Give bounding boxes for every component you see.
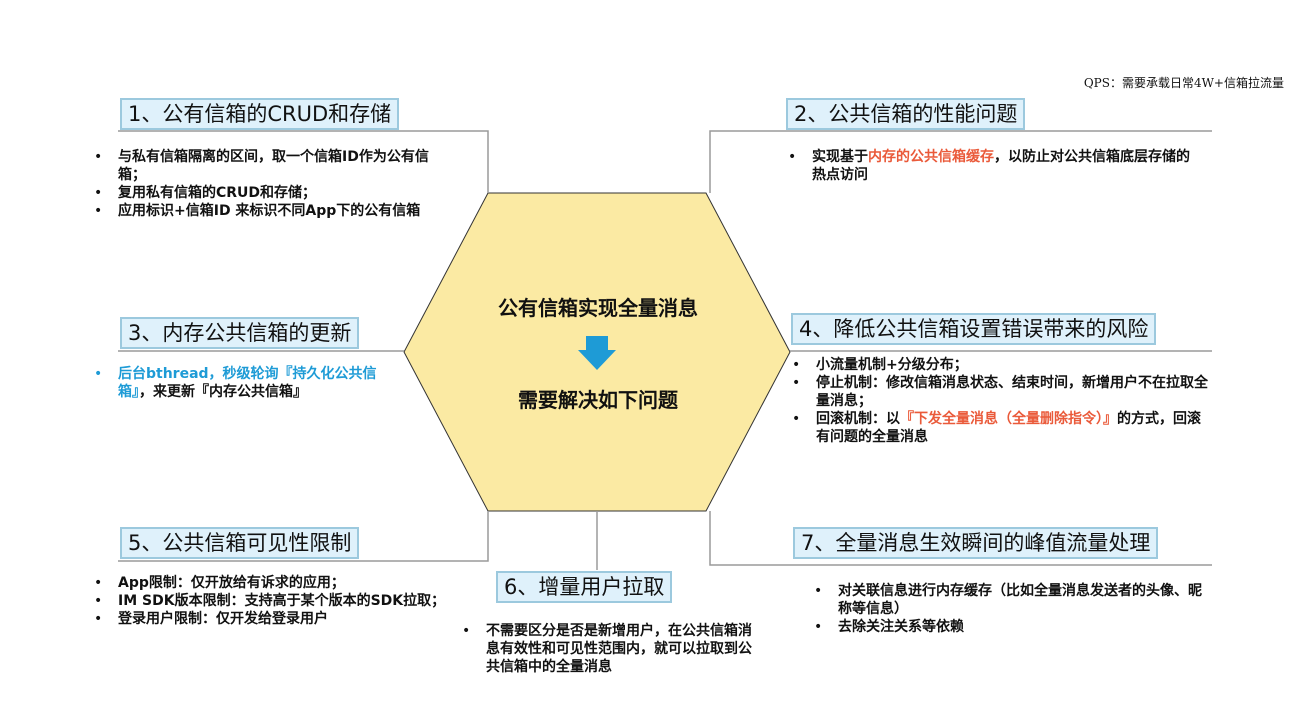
section-5-title: 5、公共信箱可见性限制 (120, 527, 360, 559)
connector-lines (118, 130, 1212, 570)
section-4-list: 小流量机制+分级分布； 停止机制：修改信箱消息状态、结束时间，新增用户不在拉取全… (790, 356, 1210, 446)
center-subtitle: 需要解决如下问题 (518, 388, 678, 412)
list-item: 复用私有信箱的CRUD和存储； (92, 184, 432, 202)
section-3-title: 3、内存公共信箱的更新 (120, 317, 360, 349)
list-item: 小流量机制+分级分布； (790, 356, 1210, 374)
list-item: 不需要区分是否是新增用户，在公共信箱消息有效性和可见性范围内，就可以拉取到公共信… (460, 622, 760, 676)
text-span: 的方式，回滚有问题的全量消息 (816, 411, 1201, 445)
text-span: 实现基于 (812, 149, 868, 165)
highlight-text: 内存的公共信箱缓存 (868, 149, 994, 165)
section-1-list: 与私有信箱隔离的区间，取一个信箱ID作为公有信箱； 复用私有信箱的CRUD和存储… (92, 148, 432, 220)
highlight-text: 后台bthread，秒级轮询『持久化公共信箱』 (118, 366, 377, 400)
text-span: ，来更新『内存公共信箱』 (139, 384, 307, 400)
section-1-title: 1、公有信箱的CRUD和存储 (120, 98, 400, 130)
list-item: 停止机制：修改信箱消息状态、结束时间，新增用户不在拉取全量消息； (790, 374, 1210, 410)
list-item: 对关联信息进行内存缓存（比如全量消息发送者的头像、昵称等信息） (812, 582, 1202, 618)
section-2-list: 实现基于内存的公共信箱缓存，以防止对公共信箱底层存储的热点访问 (786, 148, 1196, 184)
list-item: 去除关注关系等依赖 (812, 618, 1202, 636)
list-item: 与私有信箱隔离的区间，取一个信箱ID作为公有信箱； (92, 148, 432, 184)
section-7-list: 对关联信息进行内存缓存（比如全量消息发送者的头像、昵称等信息） 去除关注关系等依… (812, 582, 1202, 636)
list-item: 应用标识+信箱ID 来标识不同App下的公有信箱 (92, 202, 432, 220)
section-6-title: 6、增量用户拉取 (496, 571, 673, 603)
text-span: ，以防止对公共信箱底层存储的热点访问 (812, 149, 1190, 183)
section-2-title: 2、公共信箱的性能问题 (786, 98, 1026, 130)
section-4-title: 4、降低公共信箱设置错误带来的风险 (791, 313, 1157, 345)
list-item: App限制：仅开放给有诉求的应用； (92, 574, 452, 592)
list-item: 后台bthread，秒级轮询『持久化公共信箱』，来更新『内存公共信箱』 (92, 365, 392, 401)
center-title: 公有信箱实现全量消息 (498, 296, 698, 320)
list-item: 实现基于内存的公共信箱缓存，以防止对公共信箱底层存储的热点访问 (786, 148, 1196, 184)
list-item: 回滚机制：以『下发全量消息（全量删除指令）』的方式，回滚有问题的全量消息 (790, 410, 1210, 446)
highlight-text: 『下发全量消息（全量删除指令）』 (900, 411, 1117, 427)
section-3-list: 后台bthread，秒级轮询『持久化公共信箱』，来更新『内存公共信箱』 (92, 365, 392, 401)
section-6-list: 不需要区分是否是新增用户，在公共信箱消息有效性和可见性范围内，就可以拉取到公共信… (460, 622, 760, 676)
section-5-list: App限制：仅开放给有诉求的应用； IM SDK版本限制：支持高于某个版本的SD… (92, 574, 452, 628)
arrow-down-icon (578, 336, 616, 370)
qps-note: QPS：需要承载日常4W+信箱拉流量 (1083, 76, 1284, 90)
text-span: 回滚机制：以 (816, 411, 900, 427)
list-item: 登录用户限制：仅开发给登录用户 (92, 610, 452, 628)
section-7-title: 7、全量消息生效瞬间的峰值流量处理 (793, 527, 1159, 559)
list-item: IM SDK版本限制：支持高于某个版本的SDK拉取； (92, 592, 452, 610)
